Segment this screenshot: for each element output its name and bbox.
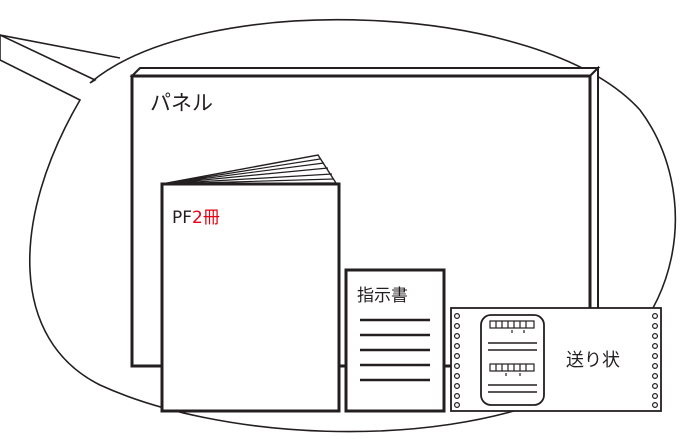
- binder-label-count: 2冊: [192, 208, 220, 228]
- binder-label: PF2冊: [172, 208, 220, 228]
- callout-tail: [0, 34, 121, 59]
- shipping-slip: 送り状: [450, 307, 662, 412]
- slip-code-bottom: [489, 363, 535, 376]
- slip-address-block: [480, 314, 545, 406]
- instruction-label: 指示書: [357, 286, 408, 306]
- shipping-slip-label: 送り状: [566, 350, 620, 371]
- pf-binder: PF2冊: [160, 154, 341, 413]
- binder-label-prefix: PF: [172, 208, 192, 228]
- panel-label: パネル: [150, 91, 213, 115]
- instruction-sheet: 指示書: [344, 268, 446, 413]
- sprocket-holes-right: [651, 313, 658, 409]
- slip-code-top: [489, 320, 535, 333]
- sprocket-holes-left: [454, 313, 461, 409]
